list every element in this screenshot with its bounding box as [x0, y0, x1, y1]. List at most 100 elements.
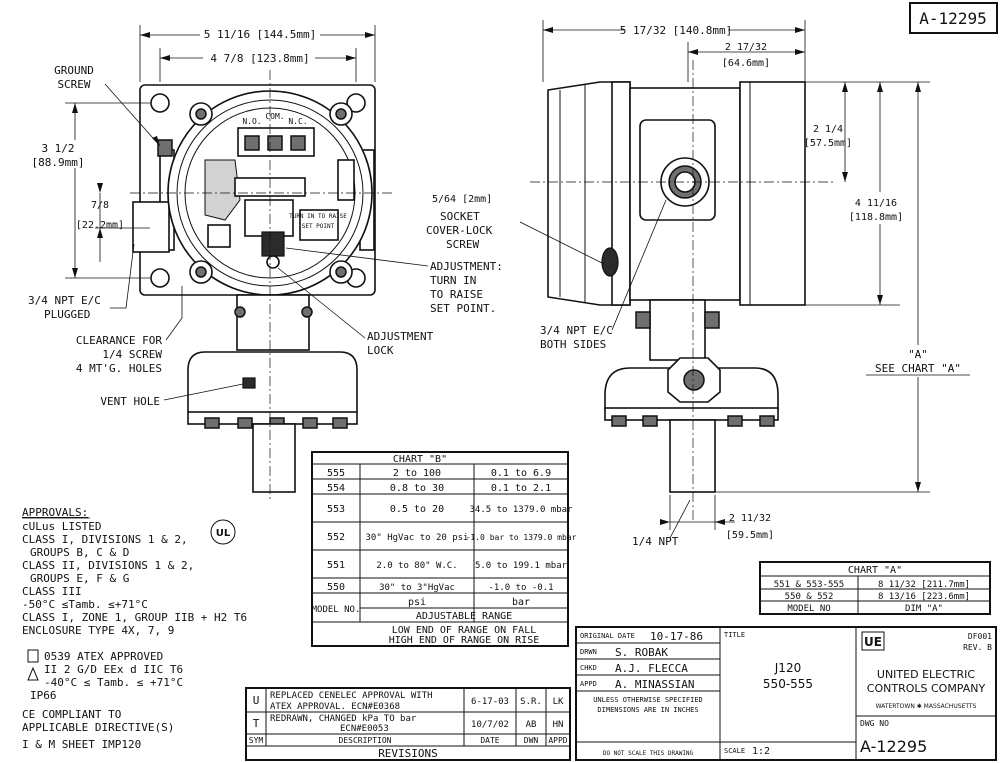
chart-b-head-psi: psi [408, 597, 426, 608]
chart-b-head-model: MODEL NO. [312, 605, 361, 615]
top-drawing-number-text: A-12295 [919, 9, 986, 28]
atex-line: -40°C ≤ Tamb. ≤ +71°C [44, 676, 183, 689]
chart-b-psi: 30" to 3"HgVac [379, 583, 455, 593]
approval-line: ENCLOSURE TYPE 4X, 7, 9 [22, 624, 174, 637]
title-block: ORIGINAL DATE 10-17-86 DRWN S. ROBAK CHK… [575, 626, 997, 761]
drwn: S. ROBAK [615, 646, 668, 659]
adjustment-label-c: TO RAISE [430, 288, 483, 301]
rev-desc: ATEX APPROVAL. ECN#E0368 [270, 702, 400, 712]
rev-date: 6-17-03 [471, 697, 509, 707]
adjustment-lock-label-a: ADJUSTMENT [367, 330, 434, 343]
chart-a-head-model: MODEL NO [787, 604, 830, 614]
revisions-block: U REPLACED CENELEC APPROVAL WITH ATEX AP… [245, 687, 571, 761]
chart-b-bar: -1.0 bar to 1379.0 mbar [466, 533, 577, 542]
mount-hole-tl [150, 93, 170, 113]
chart-b-model: 555 [327, 468, 345, 479]
adjustment-label-a: ADJUSTMENT: [430, 260, 503, 273]
conduit-both-label-a: 3/4 NPT E/C [540, 324, 613, 337]
title-b: 550-555 [763, 677, 813, 691]
chart-b-model: 554 [327, 483, 345, 494]
front-conduit-height-b: [22.2mm] [76, 220, 124, 231]
approval-line: CLASS III [22, 585, 82, 598]
rev-dwn: S.R. [520, 697, 542, 707]
rev-date: 10/7/02 [471, 720, 509, 730]
chart-a-title: CHART "A" [848, 565, 902, 576]
chart-b-psi: 0.5 to 20 [390, 504, 444, 515]
clearance-label-a: CLEARANCE FOR [76, 334, 162, 347]
side-housing-width-b: [64.6mm] [722, 58, 770, 69]
approvals-heading: APPROVALS: [22, 506, 88, 519]
port-width-b: [59.5mm] [726, 530, 774, 541]
ce-line: CE COMPLIANT TO [22, 708, 121, 721]
switch-bracket [204, 159, 241, 221]
npt-label: 1/4 NPT [632, 535, 679, 548]
chart-b-model: 553 [327, 504, 345, 515]
housing-neck [236, 294, 310, 351]
rev-head-desc: DESCRIPTION [339, 736, 392, 745]
chkd: A.J. FLECCA [615, 662, 688, 675]
chart-b-psi: 30" HgVac to 20 psi [366, 533, 469, 543]
conduit-both-label-b: BOTH SIDES [540, 338, 606, 351]
rev-head-dwn: DWN [524, 736, 539, 745]
adjustment-label-d: SET POINT. [430, 302, 496, 315]
chart-b-psi: 2 to 100 [393, 468, 441, 479]
sheet-code: DF001 [968, 632, 992, 641]
adjustment-screw [261, 231, 285, 257]
approval-line: GROUPS E, F & G [30, 572, 129, 585]
top-drawing-number: A-12295 [909, 2, 998, 34]
appd: A. MINASSIAN [615, 678, 694, 691]
port-width-a: 2 11/32 [729, 513, 771, 524]
chart-b-psi: 2.0 to 80" W.C. [376, 561, 457, 571]
side-top-height-b: [57.5mm] [804, 138, 852, 149]
chart-b-footer-a: LOW END OF RANGE ON FALL [392, 625, 537, 636]
rev-head-appd: APPD [548, 736, 567, 745]
front-mount-height-b: [88.9mm] [32, 156, 85, 169]
socket-label-c: COVER-LOCK [426, 224, 493, 237]
chart-b: CHART "B" 555 2 to 100 0.1 to 6.9 554 0.… [311, 451, 577, 647]
rev-appd: LK [553, 697, 564, 707]
chart-b-head-range: ADJUSTABLE RANGE [416, 611, 512, 622]
approval-line: cULus LISTED [22, 520, 101, 533]
chkd-label: CHKD [580, 664, 597, 672]
title-a: J120 [774, 661, 801, 675]
ce-line: APPLICABLE DIRECTIVE(S) [22, 721, 174, 734]
approval-line: -50°C ≤Tamb. ≤+71°C [22, 598, 148, 611]
chart-a-dim: 8 11/32 [211.7mm] [878, 580, 970, 590]
turn-in-label-a: TURN IN TO RAISE [289, 213, 347, 220]
atex-line: 0539 ATEX APPROVED [44, 650, 163, 663]
rev-sym: T [253, 717, 260, 730]
rev-appd: HN [553, 720, 564, 730]
chart-b-bar: -1.0 to -0.1 [488, 583, 553, 593]
original-date-label: ORIGINAL DATE [580, 632, 635, 640]
conduit-plugged-label-b: PLUGGED [44, 308, 90, 321]
socket-label-a: 5/64 [2mm] [432, 194, 492, 205]
adjustment-lock [266, 255, 280, 269]
scale: 1:2 [752, 746, 770, 757]
side-housing-height-b: [118.8mm] [849, 212, 903, 223]
chart-a-model: 551 & 553-555 [774, 580, 844, 590]
vent-hole [242, 377, 256, 389]
side-top-height-a: 2 1/4 [813, 124, 843, 135]
approvals: APPROVALS: cULus LISTED CLASS I, DIVISIO… [22, 506, 247, 751]
chart-a-head-dim: DIM "A" [905, 604, 943, 614]
chart-b-title: CHART "B" [393, 454, 447, 465]
terminal-nc: N.C. [288, 117, 307, 126]
unless-b: DIMENSIONS ARE IN INCHES [597, 706, 698, 714]
unless-a: UNLESS OTHERWISE SPECIFIED [593, 696, 703, 704]
chart-b-bar: 0.1 to 2.1 [491, 483, 551, 494]
rev-label: REV. B [963, 643, 992, 652]
dim-a-label-b: SEE CHART "A" [875, 362, 961, 375]
approval-line: GROUPS B, C & D [30, 546, 129, 559]
chart-b-model: 551 [327, 560, 345, 571]
side-housing-height-a: 4 11/16 [855, 198, 897, 209]
adjustment-label-b: TURN IN [430, 274, 476, 287]
ground-screw-label-a: GROUND [54, 64, 94, 77]
front-overall-width: 5 11/16 [144.5mm] [204, 28, 317, 41]
socket-label-b: SOCKET [440, 210, 480, 223]
ground-screw [157, 139, 173, 157]
approval-line: CLASS I, DIVISIONS 1 & 2, [22, 533, 188, 546]
chart-b-model: 552 [327, 532, 345, 543]
ul-mark-icon: UL [210, 519, 236, 545]
ue-logo-icon: UE [861, 631, 885, 651]
